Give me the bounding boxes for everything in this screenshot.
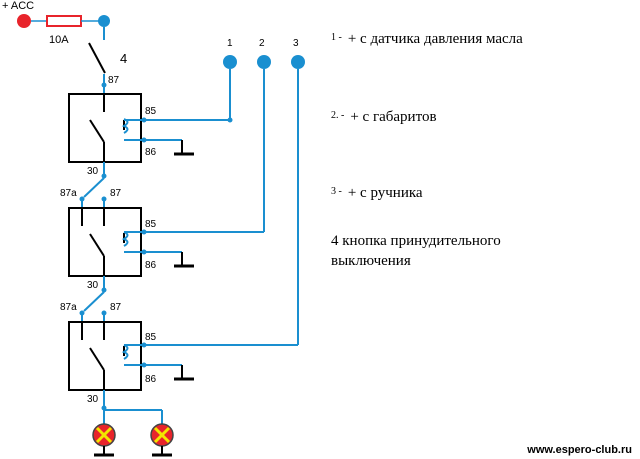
lamp-1-cross-b: [95, 426, 113, 444]
site-watermark: www.espero-club.ru: [527, 444, 632, 456]
relay-1-to-relay-2-87a: [83, 177, 105, 198]
fuse: [46, 15, 82, 27]
relay-3-pin-86: 86: [145, 374, 157, 385]
relay-1: 85 86 30: [68, 93, 233, 177]
relay-3-pin-85: 85: [145, 332, 157, 343]
fuse-label: 10A: [49, 34, 69, 46]
relay-1-contact-arm: [89, 119, 105, 143]
relay-2-86-junction: [141, 249, 147, 255]
relay-2: 87a 87 85 86 30: [60, 188, 264, 291]
relay-1-pin-85: 85: [145, 106, 157, 117]
relay-3: 87a 87 85 86 30: [60, 302, 298, 405]
legend-3-number: 3 -: [331, 186, 342, 197]
input-2-label: 2: [259, 38, 265, 49]
switch-number-label: 4: [120, 51, 127, 66]
warning-lamp-2: [150, 423, 174, 457]
legend-2-number: 2. -: [331, 110, 345, 121]
input-1-label: 1: [227, 38, 233, 49]
legend-item-1: 1 - + с датчика давления масла: [331, 30, 523, 48]
relay-2-pin-85: 85: [145, 219, 157, 230]
relay-1-85-junction: [141, 117, 147, 123]
relay-3-85-junction: [141, 342, 147, 348]
relay-1-86-junction: [141, 137, 147, 143]
legend-item-4: 4 кнопка принудительного выключения: [331, 233, 501, 269]
warning-lamp-1: [92, 423, 116, 457]
input-1-terminal: [223, 55, 237, 69]
acc-supply-terminal: [17, 14, 31, 28]
relay-2-contact-arm: [89, 233, 105, 257]
relay-3-coil: [121, 344, 129, 360]
relay-3-pin-30: 30: [87, 394, 99, 405]
relay-3-86-junction: [141, 362, 147, 368]
relay-2-pin-86: 86: [145, 260, 157, 271]
relay-2-coil: [121, 231, 129, 247]
acc-supply-label: + ACC: [2, 0, 34, 12]
relay1-87-junction: [101, 82, 107, 88]
legend-item-2: 2. - + с габаритов: [331, 108, 437, 126]
relay-2-pin-87a: 87a: [60, 188, 77, 199]
relay-2-30-junction: [101, 287, 107, 293]
override-switch: [88, 42, 106, 74]
input-2-terminal: [257, 55, 271, 69]
input-3-terminal: [291, 55, 305, 69]
relay1-pin-87: 87: [108, 75, 120, 86]
relay-1-85-input-junction: [227, 117, 233, 123]
relay-1-pin-86: 86: [145, 147, 157, 158]
input-3-label: 3: [293, 38, 299, 49]
relay-2-pin-30: 30: [87, 280, 99, 291]
legend-3-text: + с ручника: [347, 185, 423, 201]
relay-2-to-relay-3-87a: [83, 291, 105, 312]
legend-item-3: 3 - + с ручника: [331, 184, 423, 202]
relay-1-30-junction: [101, 173, 107, 179]
relay-1-pin-30: 30: [87, 166, 99, 177]
fuse-out-terminal: [98, 15, 110, 27]
legend-1-number: 1 -: [331, 32, 342, 43]
relay-3-pin-87a: 87a: [60, 302, 77, 313]
relay-3-contact-arm: [89, 347, 105, 371]
relay-3-pin-87: 87: [110, 302, 122, 313]
relay-2-pin-87: 87: [110, 188, 122, 199]
legend-2-text: + с габаритов: [350, 109, 437, 125]
lamp-2-cross-b: [153, 426, 171, 444]
legend-1-text: + с датчика давления масла: [347, 31, 523, 47]
relay-2-85-junction: [141, 229, 147, 235]
